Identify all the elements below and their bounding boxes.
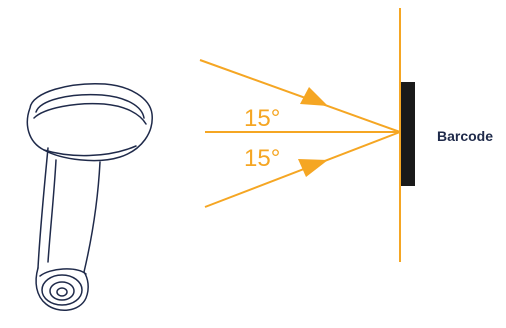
- upper-arrow-icon: [300, 87, 328, 106]
- barcode-label: Barcode: [437, 128, 493, 144]
- barcode-rect: [401, 82, 415, 186]
- handheld-scanner-icon: [27, 84, 152, 311]
- lower-beam-line: [205, 132, 400, 207]
- upper-angle-label: 15°: [244, 105, 280, 132]
- lower-angle-label: 15°: [244, 145, 280, 172]
- upper-beam-line: [200, 60, 400, 132]
- lower-arrow-icon: [298, 159, 328, 177]
